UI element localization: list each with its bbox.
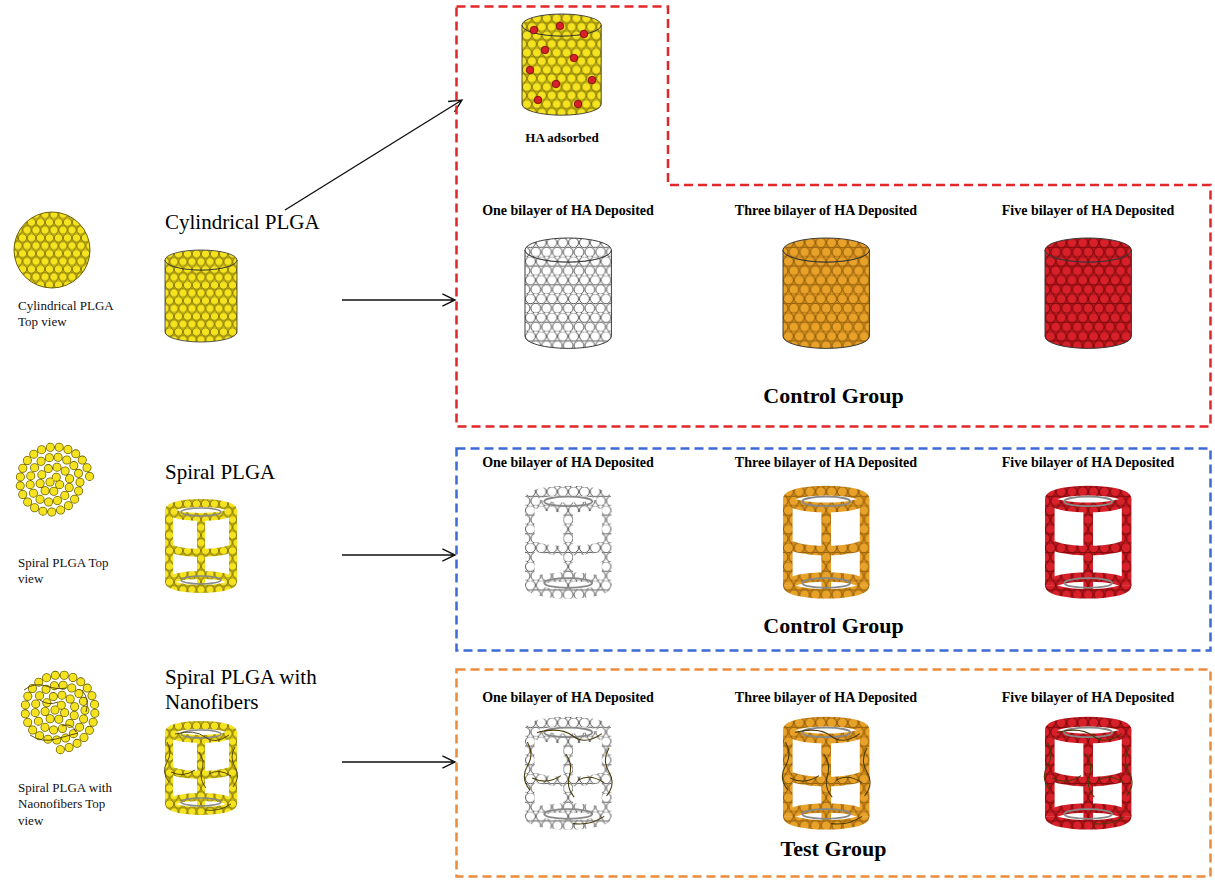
sample-label: Five bilayer of HA Deposited — [977, 203, 1199, 220]
sample-label: Three bilayer of HA Deposited — [715, 690, 937, 707]
scaffold-node: Spiral PLGA — [160, 460, 342, 600]
sample-label: Three bilayer of HA Deposited — [715, 203, 937, 220]
sample-label: One bilayer of HA Deposited — [457, 690, 679, 707]
cylinder-top-view — [14, 212, 90, 288]
nanofiber-five-bilayer — [1044, 722, 1132, 825]
ha-particles — [526, 22, 596, 108]
group-frame: Test Group One bilayer of HA Deposited Thr… — [455, 668, 1212, 878]
scaffold-three-bilayer — [783, 238, 869, 348]
spiral-nanofiber-scaffold — [164, 725, 237, 811]
sample-node: Five bilayer of HA Deposited — [977, 203, 1199, 353]
process-arrow — [342, 756, 455, 768]
spiral-one-bilayer — [530, 491, 607, 594]
sample-label: Five bilayer of HA Deposited — [977, 690, 1199, 707]
top-view-label: Cylindrical PLGA Top view — [18, 298, 133, 331]
spiral-five-bilayer — [1050, 491, 1127, 594]
scaffold-label: Spiral PLGA with Nanofibers — [160, 665, 325, 715]
top-view-label: Spiral PLGA with Naonofibers Top view — [18, 780, 133, 829]
sample-label: One bilayer of HA Deposited — [457, 455, 679, 472]
group-frame: Control Group HA adsorbedOne bilayer of H… — [455, 5, 1212, 428]
spiral-three-bilayer — [788, 491, 865, 594]
sample-label: HA adsorbed — [462, 130, 662, 146]
dashed-border — [457, 7, 1211, 427]
scaffold-five-bilayer — [1045, 238, 1131, 348]
scaffold-label: Spiral PLGA — [160, 460, 342, 485]
spiral-scaffold — [169, 503, 233, 589]
scaffold-node: Cylindrical PLGA — [160, 210, 342, 345]
sample-node: Three bilayer of HA Deposited — [715, 455, 937, 603]
group-label: Control Group — [455, 383, 1212, 409]
process-arrow — [285, 100, 462, 210]
group-frame: Control Group One bilayer of HA Deposited… — [455, 447, 1212, 652]
ha-adsorbed-scaffold — [522, 14, 601, 115]
scaffold-node: Spiral PLGA with Nanofibers — [160, 665, 342, 817]
spiral-top-view — [20, 447, 90, 512]
scaffold-one-bilayer — [525, 238, 611, 348]
sample-node: Five bilayer of HA Deposited — [977, 455, 1199, 603]
sample-node: One bilayer of HA Deposited — [457, 455, 679, 603]
group-label: Test Group — [455, 836, 1212, 862]
scaffold-label: Cylindrical PLGA — [160, 210, 342, 235]
group-label: Control Group — [455, 613, 1212, 639]
nanofiber-three-bilayer — [782, 722, 870, 825]
top-view-label: Spiral PLGA Top view — [18, 555, 133, 588]
process-arrow — [342, 549, 455, 561]
cylindrical-scaffold — [165, 250, 237, 342]
sample-node: One bilayer of HA Deposited — [457, 203, 679, 353]
sample-node: HA adsorbed — [462, 8, 662, 158]
process-arrow — [342, 294, 455, 306]
sample-label: Five bilayer of HA Deposited — [977, 455, 1199, 472]
sample-node: Three bilayer of HA Deposited — [715, 203, 937, 353]
sample-node: Five bilayer of HA Deposited — [977, 690, 1199, 832]
sample-label: One bilayer of HA Deposited — [457, 203, 679, 220]
nanofiber-one-bilayer — [524, 722, 612, 825]
sample-node: One bilayer of HA Deposited — [457, 690, 679, 832]
sample-label: Three bilayer of HA Deposited — [715, 455, 937, 472]
spiral-nanofiber-top-view — [24, 675, 95, 750]
sample-node: Three bilayer of HA Deposited — [715, 690, 937, 832]
